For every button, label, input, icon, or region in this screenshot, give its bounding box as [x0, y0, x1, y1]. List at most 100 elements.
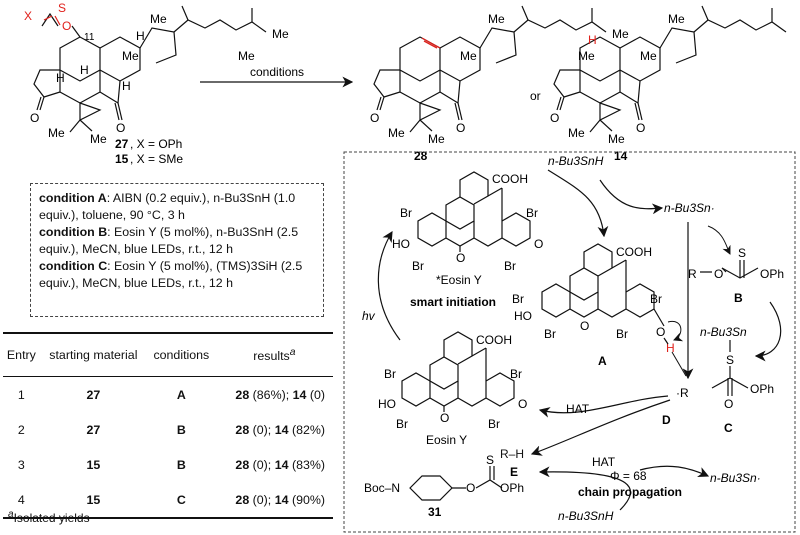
chain-propagation-label: chain propagation	[578, 485, 682, 499]
hv-arrow	[377, 230, 401, 341]
b-oph: OPh	[760, 267, 784, 281]
b-r: R	[688, 267, 697, 281]
intermediate-c-structure	[711, 340, 749, 396]
or-label: or	[530, 89, 541, 103]
sm-position-11: 11	[84, 32, 95, 43]
p14-me-2: Me	[640, 49, 657, 63]
boc-n: Boc–N	[364, 481, 400, 495]
table-row: 1 27 A 28 (86%); 14 (0)	[17, 387, 325, 402]
product-28-structure	[373, 5, 607, 133]
sm-label-27-rest: , X = OPh	[130, 137, 182, 151]
intermediate-a-structure	[541, 243, 665, 327]
a-br-1: Br	[512, 292, 524, 306]
a-o-ring: O	[580, 319, 589, 333]
product-28-label: 28	[414, 149, 428, 163]
p14-me-4: Me	[608, 132, 625, 146]
p14-me-3: Me	[568, 126, 585, 140]
tin-radical-bottom: n-Bu3Sn·	[710, 471, 761, 485]
p28-me-1: Me	[488, 12, 505, 26]
intermediate-c-label: C	[724, 421, 733, 435]
ey-br-4: Br	[488, 417, 500, 431]
sm-label-15: 15	[115, 152, 129, 166]
er-br-1: Br	[400, 206, 412, 220]
quantum-yield: Φ = 68	[610, 469, 647, 483]
product-14-structure	[553, 5, 787, 133]
sm-o-ketone-b: O	[116, 121, 125, 135]
header-conditions: conditions	[146, 332, 216, 377]
condition-a: condition A: AIBN (0.2 equiv.), n-Bu3SnH…	[39, 191, 296, 222]
hat-arrow-rh	[530, 399, 671, 456]
sm-oxygen: O	[62, 19, 71, 33]
tin-radical-top: n-Bu3Sn·	[664, 201, 715, 215]
a-ho: HO	[514, 309, 532, 323]
sm-me-5: Me	[272, 27, 289, 41]
b-s: S	[738, 246, 746, 260]
c-oph: OPh	[750, 382, 774, 396]
hat-label-1: HAT	[566, 402, 590, 416]
p28-me-2: Me	[460, 49, 477, 63]
ey-cooh: COOH	[476, 333, 512, 347]
a-h-red: H	[666, 341, 675, 355]
p14-o-a: O	[550, 111, 559, 125]
table-row: 4 15 C 28 (0); 14 (90%)	[3, 482, 333, 519]
table-header-row: Entry starting material conditions resul…	[3, 332, 333, 377]
conditions-label: conditions	[250, 65, 304, 79]
header-starting-material: starting material	[39, 332, 147, 377]
ey-o-keto: O	[518, 397, 527, 411]
table-row: 2 27 B 28 (0); 14 (82%)	[17, 422, 325, 437]
er-br-3: Br	[412, 259, 424, 273]
er-o-ring: O	[456, 251, 465, 265]
a-br-2: Br	[650, 292, 662, 306]
sm-h-4: H	[56, 71, 65, 85]
conditions-box: condition A: AIBN (0.2 equiv.), n-Bu3SnH…	[30, 183, 324, 317]
sm-h-3: H	[122, 79, 131, 93]
b-o: O	[714, 267, 723, 281]
a-br-4: Br	[616, 327, 628, 341]
intermediate-d-label: D	[662, 413, 671, 427]
intermediate-e-label: E	[510, 465, 518, 479]
hat-label-2: HAT	[592, 455, 616, 469]
sm-me-3: Me	[48, 126, 65, 140]
p28-o-b: O	[456, 121, 465, 135]
chain-arrow	[538, 466, 632, 511]
condition-c: condition C: Eosin Y (5 mol%), (TMS)3SiH…	[39, 259, 303, 290]
intermediate-a-label: A	[598, 354, 607, 368]
p14-o-b: O	[636, 121, 645, 135]
ey-ho: HO	[378, 397, 396, 411]
eosin-y-structure	[401, 331, 515, 412]
ey-br-3: Br	[396, 417, 408, 431]
d-radical: ·R	[676, 386, 689, 400]
product-14-label: 14	[614, 149, 628, 163]
eosin-radical-label: *Eosin Y	[436, 273, 482, 287]
p28-me-5: Me	[612, 27, 629, 41]
sm-h-1: H	[80, 63, 89, 77]
a-cooh: COOH	[616, 245, 652, 259]
p28-o-a: O	[370, 111, 379, 125]
ey-o-ring: O	[440, 411, 449, 425]
sm-me-6: Me	[238, 49, 255, 63]
sm-group-x: X	[24, 9, 32, 23]
mechanism-box	[343, 151, 796, 533]
sm-group-s: S	[58, 1, 66, 15]
a-br-3: Br	[544, 327, 556, 341]
p28-me-6: Me	[578, 49, 595, 63]
intermediate-b-structure	[700, 260, 759, 279]
starting-material-structure	[33, 5, 267, 133]
sm-label-15-rest: , X = SMe	[130, 152, 183, 166]
sm-label-27: 27	[115, 137, 129, 151]
er-cooh: COOH	[492, 172, 528, 186]
tin-hydride-top: n-Bu3SnH	[548, 154, 604, 168]
smart-initiation-label: smart initiation	[410, 295, 496, 309]
er-o-radical: O	[534, 237, 543, 251]
sm-h-2: H	[136, 29, 145, 43]
c-s: S	[726, 353, 734, 367]
condition-b: condition B: Eosin Y (5 mol%), n-Bu3SnH …	[39, 225, 299, 256]
intermediate-b-label: B	[734, 291, 743, 305]
header-entry: Entry	[3, 332, 40, 377]
tin-hydride-bottom: n-Bu3SnH	[558, 509, 614, 523]
c-sn: n-Bu3Sn	[700, 325, 747, 339]
er-br-4: Br	[504, 259, 516, 273]
hv-label: hv	[362, 309, 376, 323]
compound-31-structure	[409, 466, 503, 501]
